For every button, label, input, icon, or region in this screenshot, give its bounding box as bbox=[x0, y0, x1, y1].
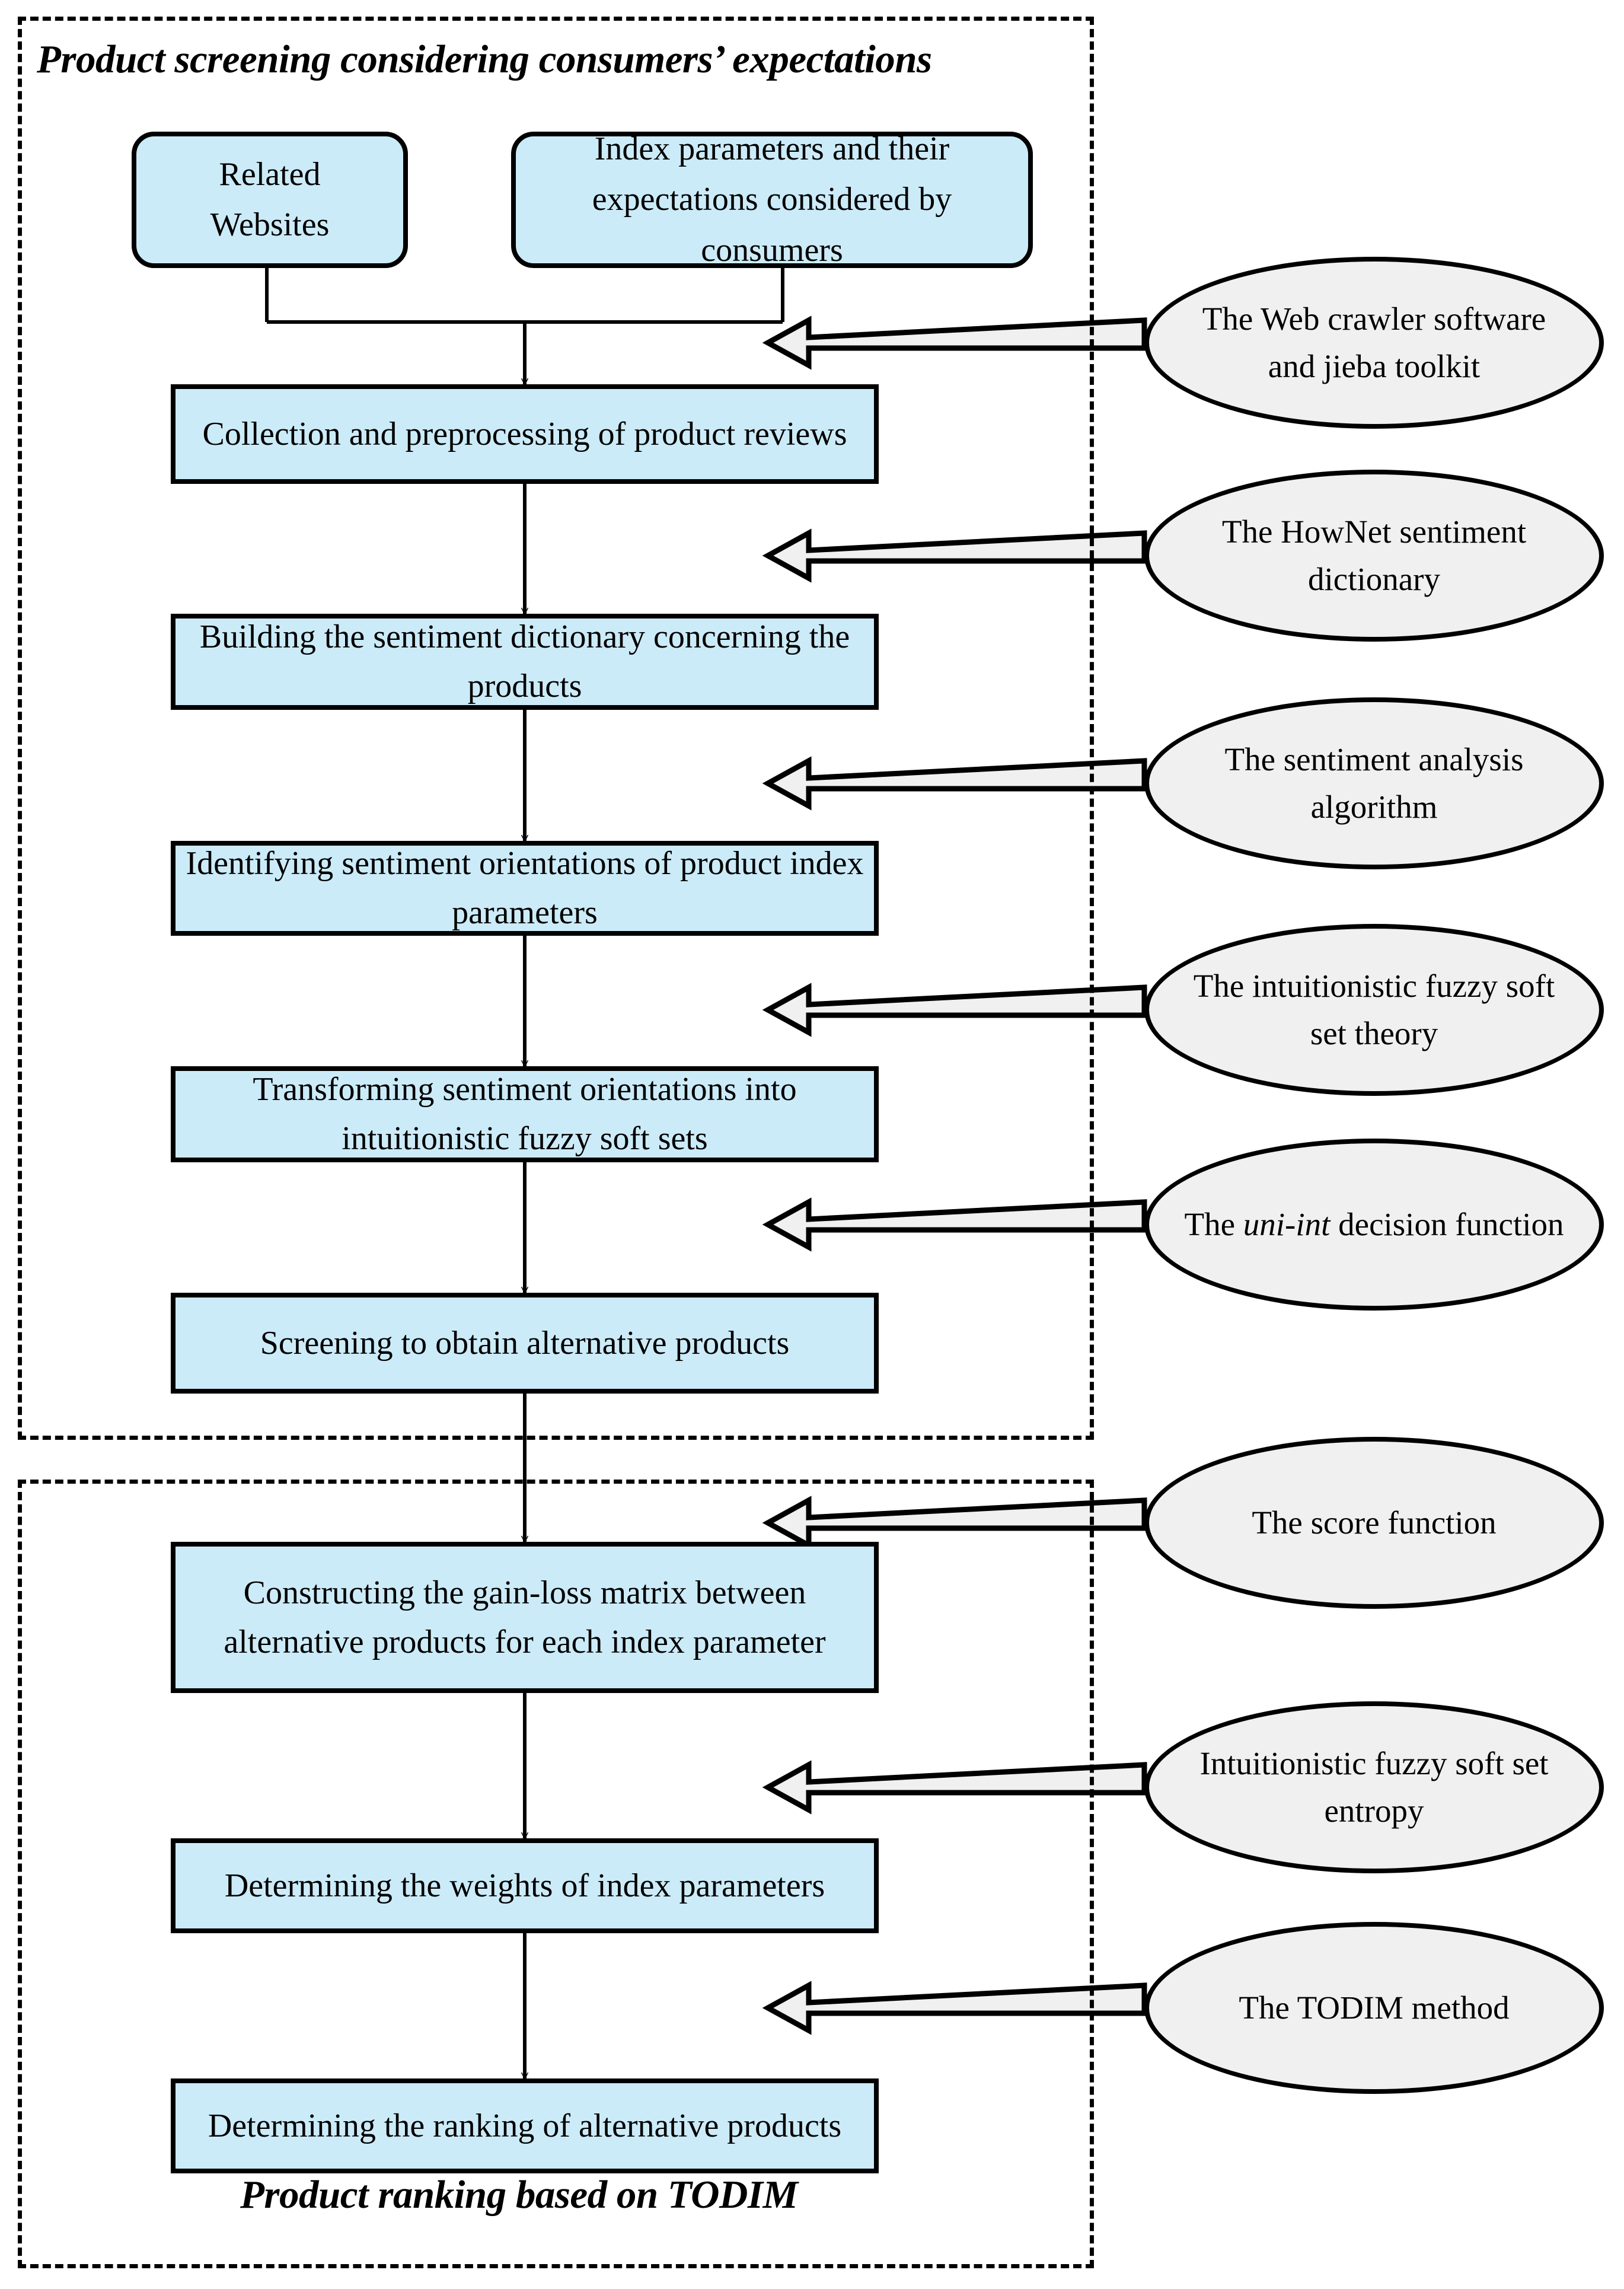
node-label: Intuitionistic fuzzy soft set entropy bbox=[1199, 1745, 1549, 1829]
node-label: Transforming sentiment orientations into… bbox=[253, 1071, 797, 1157]
node-step-7[interactable]: Determining the weights of index paramet… bbox=[171, 1838, 879, 1933]
node-label-emphasis: uni-int bbox=[1243, 1206, 1331, 1243]
block-arrow-8 bbox=[762, 1981, 1147, 2035]
node-label: The score function bbox=[1252, 1504, 1497, 1541]
node-resource-1[interactable]: The Web crawler software and jieba toolk… bbox=[1144, 257, 1604, 429]
node-label: The HowNet sentiment dictionary bbox=[1221, 514, 1527, 597]
node-label: Determining the ranking of alternative p… bbox=[208, 2107, 842, 2144]
node-step-5[interactable]: Screening to obtain alternative products bbox=[171, 1293, 879, 1394]
node-step-6[interactable]: Constructing the gain-loss matrix betwee… bbox=[171, 1542, 879, 1693]
node-label: The TODIM method bbox=[1239, 1990, 1510, 2026]
node-label: Collection and preprocessing of product … bbox=[202, 415, 847, 452]
block-arrow-4 bbox=[762, 983, 1147, 1037]
node-resource-7[interactable]: Intuitionistic fuzzy soft set entropy bbox=[1144, 1701, 1604, 1873]
resource-block-arrows bbox=[762, 315, 1147, 2035]
node-label: The uni-int decision function bbox=[1184, 1206, 1564, 1243]
node-step-3[interactable]: Identifying sentiment orientations of pr… bbox=[171, 841, 879, 936]
node-index-parameters[interactable]: Index parameters and their expectations … bbox=[511, 130, 1033, 269]
block-arrow-5 bbox=[762, 1197, 1147, 1252]
node-step-1[interactable]: Collection and preprocessing of product … bbox=[171, 384, 879, 484]
node-label: Constructing the gain-loss matrix betwee… bbox=[224, 1574, 826, 1660]
node-resource-8[interactable]: The TODIM method bbox=[1144, 1922, 1604, 2094]
node-label: The intuitionistic fuzzy soft set theory bbox=[1193, 968, 1555, 1051]
group-frame-screening bbox=[18, 17, 1094, 1440]
node-step-8[interactable]: Determining the ranking of alternative p… bbox=[171, 2078, 879, 2173]
node-label: The Web crawler software and jieba toolk… bbox=[1202, 301, 1546, 384]
node-label: Building the sentiment dictionary concer… bbox=[199, 619, 850, 704]
node-step-4[interactable]: Transforming sentiment orientations into… bbox=[171, 1066, 879, 1162]
group-caption-ranking: Product ranking based on TODIM bbox=[240, 2173, 798, 2217]
node-step-2[interactable]: Building the sentiment dictionary concer… bbox=[171, 614, 879, 710]
node-label: Index parameters and their expectations … bbox=[592, 130, 952, 269]
group-caption-screening: Product screening considering consumers’… bbox=[37, 37, 932, 81]
node-resource-3[interactable]: The sentiment analysis algorithm bbox=[1144, 697, 1604, 869]
node-resource-2[interactable]: The HowNet sentiment dictionary bbox=[1144, 470, 1604, 642]
block-arrow-3 bbox=[762, 756, 1147, 811]
block-arrow-7 bbox=[762, 1760, 1147, 1815]
node-resource-5[interactable]: The uni-int decision function bbox=[1144, 1139, 1604, 1311]
node-label: Determining the weights of index paramet… bbox=[224, 1867, 825, 1904]
node-label: Screening to obtain alternative products bbox=[260, 1324, 790, 1362]
block-arrow-6 bbox=[762, 1496, 1147, 1550]
node-label: The sentiment analysis algorithm bbox=[1224, 741, 1524, 825]
node-resource-6[interactable]: The score function bbox=[1144, 1437, 1604, 1609]
group-frame-ranking bbox=[18, 1480, 1094, 2268]
block-arrow-2 bbox=[762, 528, 1147, 583]
block-arrow-1 bbox=[762, 315, 1147, 370]
node-label: Identifying sentiment orientations of pr… bbox=[186, 845, 864, 931]
node-resource-4[interactable]: The intuitionistic fuzzy soft set theory bbox=[1144, 924, 1604, 1096]
